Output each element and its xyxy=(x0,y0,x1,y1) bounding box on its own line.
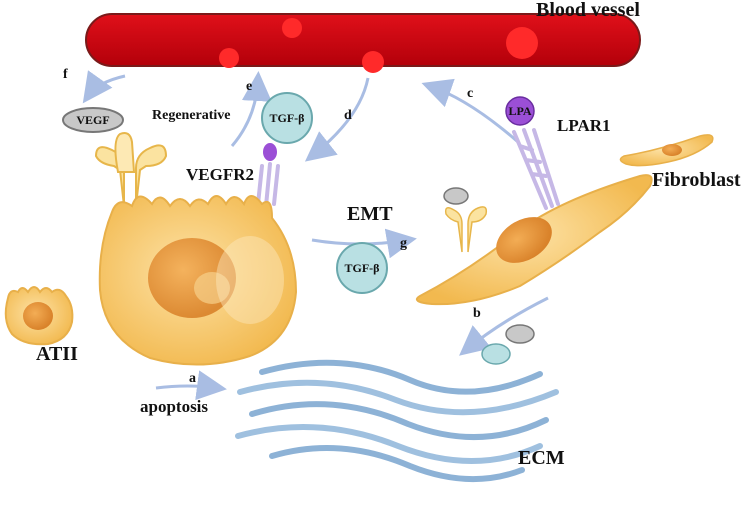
tgf-beta-molecule-mid: TGF-β xyxy=(336,242,388,294)
vegfr2-receptor-fibroblast xyxy=(444,206,488,253)
ecm-label: ECM xyxy=(518,447,565,469)
vegf-molecule: VEGF xyxy=(62,107,124,133)
tgf-beta-label-mid: TGF-β xyxy=(345,261,380,275)
arrow-c xyxy=(421,78,519,144)
lpa-label: LPA xyxy=(508,104,531,118)
blood-cell xyxy=(219,48,239,68)
step-letter-e: e xyxy=(246,79,252,94)
fibroblast-cell-small xyxy=(619,134,714,167)
step-letter-b: b xyxy=(473,306,481,321)
fibroblast-cell-large xyxy=(416,174,653,306)
regenerative-label: Regenerative xyxy=(152,108,231,123)
tgf-receptor-atii xyxy=(256,143,280,208)
tgf-beta-label-top: TGF-β xyxy=(270,111,305,125)
arrow-e xyxy=(230,71,272,147)
vegfr2-label: VEGFR2 xyxy=(186,165,254,184)
atii-cell-small xyxy=(4,286,74,346)
blood-vessel xyxy=(85,13,641,73)
vegf-molecule-ecm xyxy=(505,324,535,344)
apoptosis-label: apoptosis xyxy=(140,397,208,416)
arrow-f xyxy=(82,70,126,104)
vegf-label: VEGF xyxy=(76,113,109,127)
arrow-d xyxy=(304,77,370,162)
step-letter-c: c xyxy=(467,86,473,101)
fibroblast-label: Fibroblast xyxy=(652,169,741,191)
step-letter-g: g xyxy=(400,236,407,251)
arrow-a xyxy=(155,370,227,401)
blood-vessel-label: Blood vessel xyxy=(536,0,640,21)
vegfr2-receptor xyxy=(94,132,168,207)
blood-cell xyxy=(282,18,302,38)
tgf-beta-molecule-top: TGF-β xyxy=(261,92,313,144)
atii-cell-large xyxy=(98,195,298,366)
lpar1-label: LPAR1 xyxy=(557,116,611,135)
step-letter-f: f xyxy=(63,67,68,82)
blood-cell xyxy=(362,51,384,73)
step-letter-a: a xyxy=(189,371,196,386)
arrow-b xyxy=(459,296,549,356)
lpa-molecule: LPA xyxy=(505,96,535,126)
vegf-molecule-small xyxy=(443,187,469,205)
tgf-beta-molecule-ecm xyxy=(481,343,511,365)
emt-label: EMT xyxy=(347,203,393,225)
atii-label: ATII xyxy=(36,343,78,365)
blood-cell xyxy=(506,27,538,59)
step-letter-d: d xyxy=(344,108,352,123)
lpar1-receptor xyxy=(512,128,560,210)
ecm-fibres xyxy=(235,359,559,483)
